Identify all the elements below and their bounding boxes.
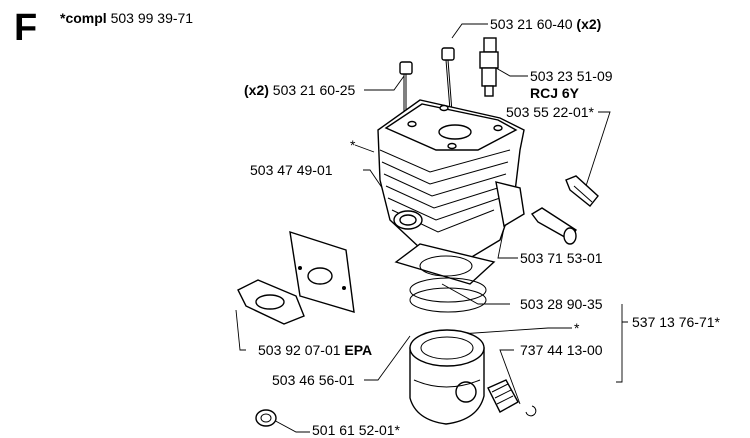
label-cylinder-star: * <box>350 137 356 153</box>
screw-right-part <box>441 47 455 113</box>
label-decomp-valve: 503 55 22-01* <box>506 104 594 120</box>
label-screw-left: (x2) 503 21 60-25 <box>244 82 356 98</box>
label-cylinder: 503 47 49-01 <box>250 162 333 178</box>
decomp-valve-part <box>565 175 599 207</box>
label-piston-kit: 537 13 76-71* <box>632 314 720 330</box>
label-piston-pin: 503 46 56-01 <box>272 372 355 388</box>
washer-part <box>255 409 277 427</box>
section-letter: F <box>14 7 38 49</box>
label-spark-plug-number: 503 23 51-09 <box>530 68 613 84</box>
piston-part <box>409 329 485 425</box>
label-spark-plug-type: RCJ 6Y <box>530 85 580 101</box>
gasket-part <box>237 279 305 325</box>
base-gasket-part <box>394 243 496 285</box>
label-plug-fitting: 503 71 53-01 <box>520 250 603 266</box>
leader-lines <box>235 23 628 433</box>
label-spark-plug-screw: 503 21 60-40 (x2) <box>490 16 602 32</box>
intake-plate-part <box>289 230 355 313</box>
label-washer: 501 61 52-01* <box>312 422 400 438</box>
label-piston: 737 44 13-00 <box>520 342 603 358</box>
needle-bearing-part <box>487 379 519 413</box>
compl-prefix: *compl <box>60 10 107 26</box>
spark-plug-part <box>479 37 499 97</box>
label-piston-star: * <box>574 320 580 336</box>
compl-number: 503 99 39-71 <box>110 10 194 26</box>
label-ring: 503 28 90-35 <box>520 296 603 312</box>
complete-assembly-label: *compl 503 99 39-71 <box>60 10 193 26</box>
label-gasket: 503 92 07-01 EPA <box>258 342 373 358</box>
plug-fitting-part <box>530 207 577 245</box>
cylinder-part <box>377 99 525 259</box>
ring-part <box>409 277 487 313</box>
circlip-part <box>525 405 537 417</box>
